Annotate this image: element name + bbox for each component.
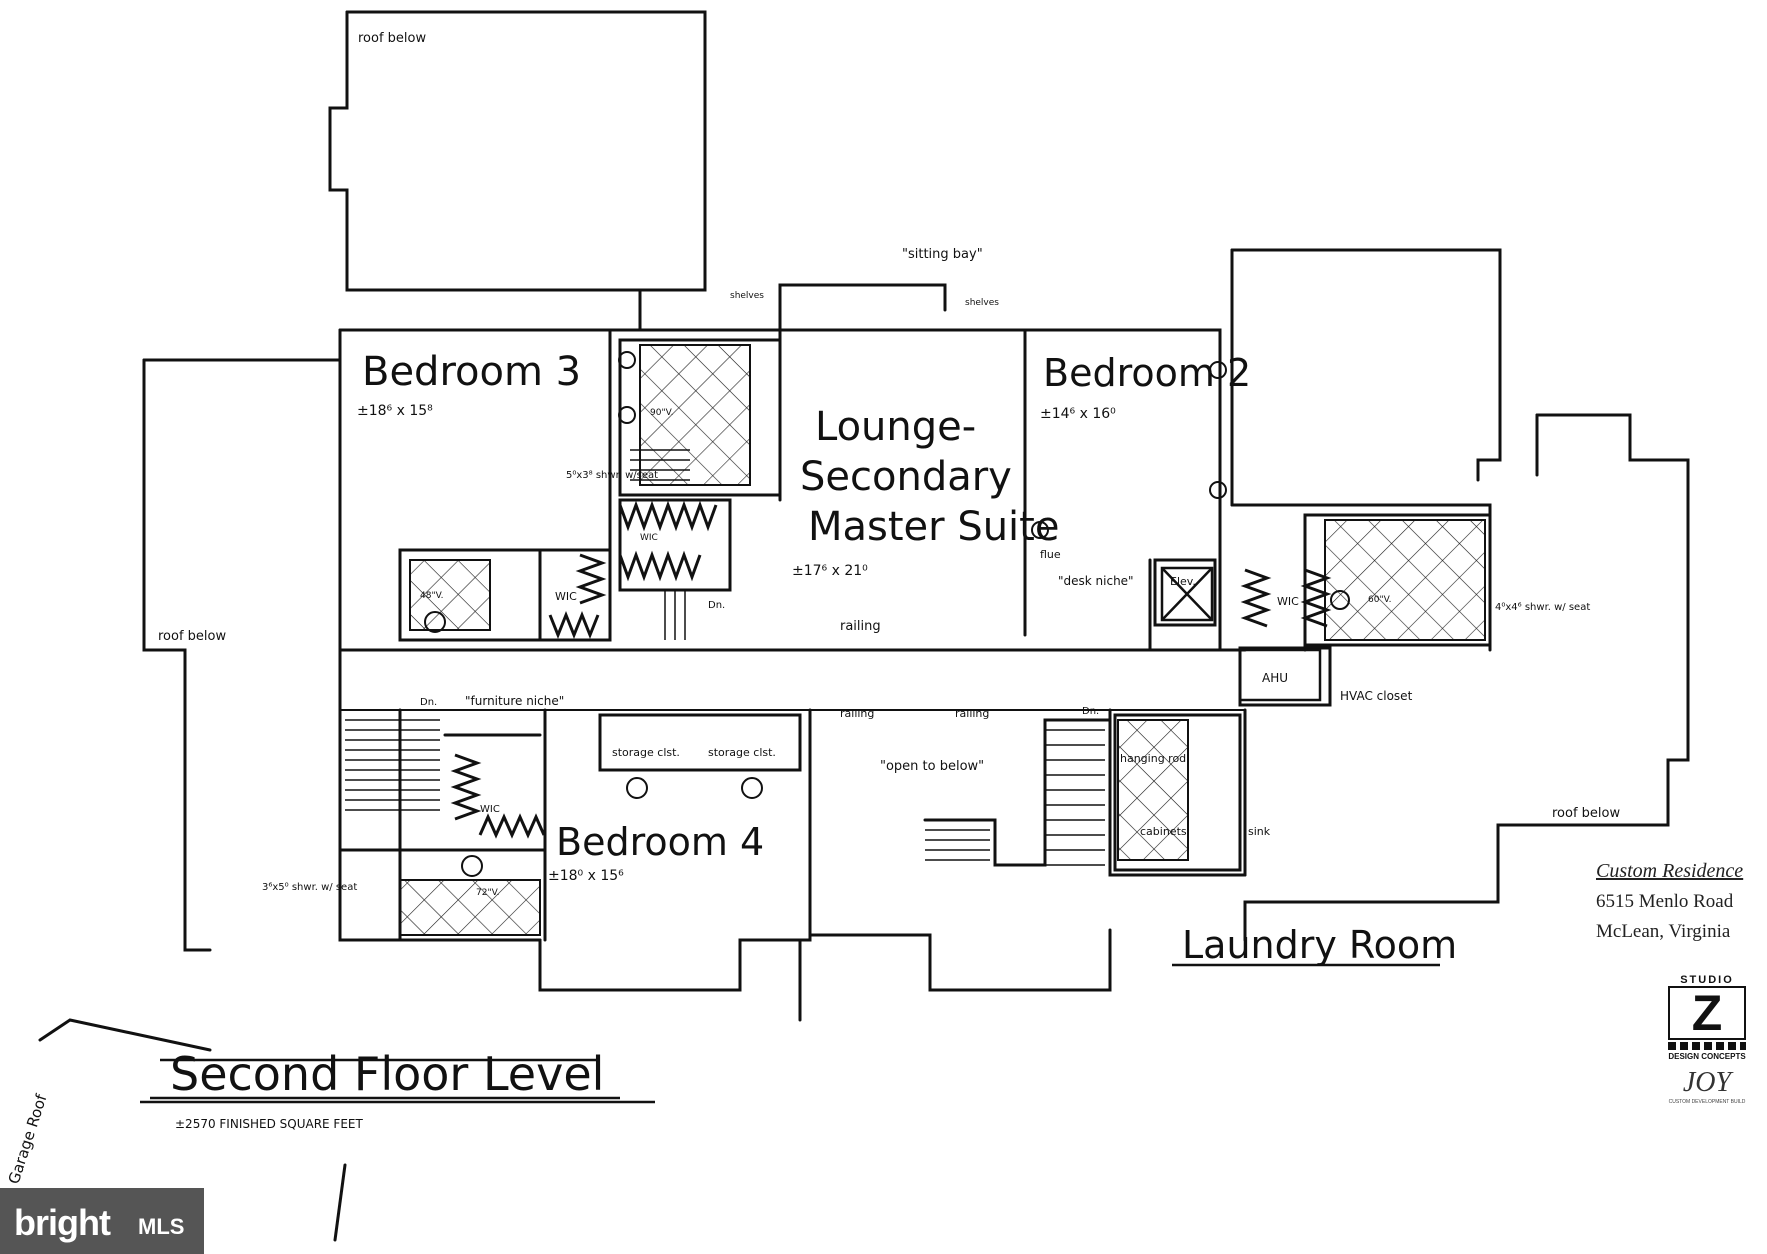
note-furniture-niche: "furniture niche" — [465, 694, 564, 708]
note-cabinets: cabinets — [1140, 825, 1187, 838]
note-roof-below-top: roof below — [358, 31, 426, 46]
note-flue: flue — [1040, 548, 1061, 561]
studio-z-logo: STUDIO Z DESIGN CONCEPTS JOY CUSTOM DEVE… — [1660, 974, 1754, 1134]
room-label-bedroom-4: Bedroom 4 — [556, 820, 764, 864]
note-shelves-left: shelves — [730, 291, 764, 301]
bright-logo-text: bright — [14, 1202, 111, 1243]
room-label-lounge: Lounge- — [815, 404, 976, 450]
logo-custom-dev: CUSTOM DEVELOPMENT BUILD — [1668, 1099, 1746, 1105]
note-shower-b3: 5⁰x3⁸ shwr. w/seat — [566, 470, 658, 481]
project-city: McLean, Virginia — [1596, 921, 1731, 942]
note-dn-laundry: Dn. — [1082, 706, 1099, 717]
logo-z-mark: Z — [1668, 986, 1746, 1040]
note-sitting-bay: "sitting bay" — [902, 247, 983, 262]
note-storage-2: storage clst. — [708, 746, 776, 759]
note-garage-roof: Garage Roof — [5, 1091, 51, 1186]
project-address: 6515 Menlo Road — [1596, 891, 1734, 912]
plan-title: Second Floor Level — [170, 1047, 604, 1101]
logo-studio-text: STUDIO — [1680, 974, 1734, 986]
note-hvac: HVAC closet — [1340, 689, 1413, 703]
note-shower-b4: 3⁶x5⁰ shwr. w/ seat — [262, 882, 357, 893]
note-wic-master: WIC — [640, 533, 658, 543]
note-railing-3: railing — [955, 707, 989, 720]
note-vanity-90: 90"V. — [650, 408, 673, 418]
note-ahu: AHU — [1262, 671, 1288, 685]
room-label-bedroom-3: Bedroom 3 — [362, 349, 581, 395]
room-label-bedroom-2: Bedroom 2 — [1043, 351, 1251, 395]
note-storage-1: storage clst. — [612, 746, 680, 759]
note-elev: Elev. — [1170, 575, 1196, 588]
room-dims-bedroom-4: ±18⁰ x 15⁶ — [548, 868, 624, 884]
note-hanging-rod: hanging rod — [1120, 752, 1186, 765]
logo-design-concepts: DESIGN CONCEPTS — [1668, 1052, 1746, 1061]
note-shower-b2: 4⁰x4⁶ shwr. w/ seat — [1495, 602, 1590, 613]
logo-dot-bar — [1668, 1042, 1746, 1050]
project-info: Custom Residence 6515 Menlo Road McLean,… — [1596, 860, 1766, 951]
note-vanity-60: 60"V. — [1368, 595, 1391, 605]
note-sink: sink — [1248, 825, 1271, 838]
logo-joy: JOY — [1682, 1067, 1732, 1098]
bright-mls-watermark: bright MLS — [0, 1188, 204, 1254]
room-label-laundry: Laundry Room — [1182, 923, 1457, 967]
note-wic-b3: WIC — [555, 590, 577, 603]
note-roof-below-left: roof below — [158, 629, 226, 644]
note-railing: railing — [840, 619, 881, 634]
note-vanity-48: 48"V. — [420, 591, 443, 601]
note-railing-2: railing — [840, 707, 874, 720]
note-dn-b4: Dn. — [420, 697, 437, 708]
plan-sqft: ±2570 FINISHED SQUARE FEET — [175, 1117, 363, 1131]
room-label-master-suite: Master Suite — [808, 504, 1059, 550]
note-desk-niche: "desk niche" — [1058, 574, 1134, 588]
room-label-secondary: Secondary — [800, 454, 1012, 500]
note-roof-below-right: roof below — [1552, 806, 1620, 821]
note-wic-b4: WIC — [480, 804, 500, 815]
note-shelves-right: shelves — [965, 298, 999, 308]
note-open-to-below: "open to below" — [880, 759, 984, 774]
note-vanity-72: 72"V. — [476, 888, 499, 898]
project-title: Custom Residence — [1596, 860, 1744, 882]
room-dims-bedroom-2: ±14⁶ x 16⁰ — [1040, 406, 1116, 422]
note-wic-b2: WIC — [1277, 595, 1299, 608]
room-dims-master-suite: ±17⁶ x 21⁰ — [792, 563, 868, 579]
note-dn-master: Dn. — [708, 600, 725, 611]
room-dims-bedroom-3: ±18⁶ x 15⁸ — [357, 403, 433, 419]
mls-logo-text: MLS — [138, 1214, 185, 1239]
